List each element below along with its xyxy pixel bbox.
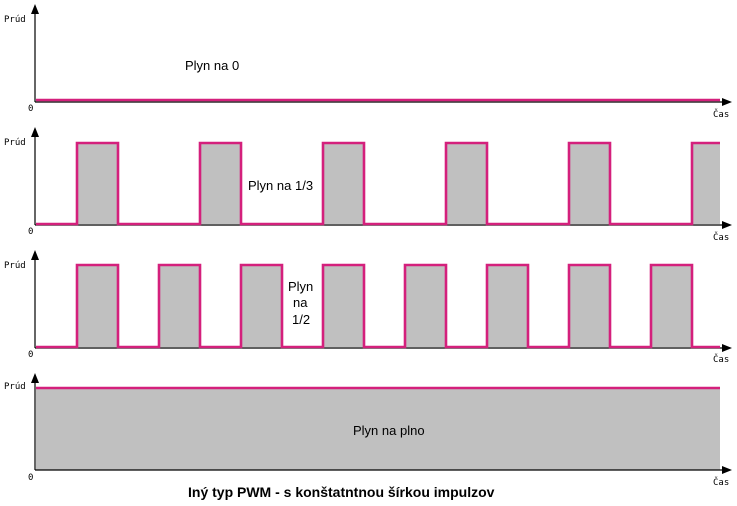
- y-axis-label: Prúd: [4, 261, 26, 271]
- panel-throttle-0: Prúd 0 Čas Plyn na 0: [4, 4, 732, 120]
- pulse-fill: [487, 265, 528, 347]
- origin-label: 0: [28, 104, 33, 114]
- pulse-fill: [77, 265, 118, 347]
- x-axis-arrow: [722, 344, 732, 352]
- panel-throttle-third: Prúd 0 Čas Plyn na 1/3: [4, 127, 732, 243]
- y-axis-label: Prúd: [4, 138, 26, 148]
- panel-throttle-full: Prúd 0 Čas Plyn na plno: [4, 373, 732, 488]
- panel-label-line-1: Plyn: [288, 279, 313, 294]
- pulse-fill: [241, 265, 282, 347]
- origin-label: 0: [28, 227, 33, 237]
- pulse-fill: [405, 265, 446, 347]
- x-axis-arrow: [722, 466, 732, 474]
- pulse-fill: [323, 143, 364, 224]
- pulse-fill: [569, 143, 610, 224]
- pulse-fill: [446, 143, 487, 224]
- y-axis-arrow: [31, 4, 39, 14]
- pulse-fill: [651, 265, 692, 347]
- panel-label: Plyn na 0: [185, 58, 239, 73]
- pulse-fill: [77, 143, 118, 224]
- pulse-fill: [569, 265, 610, 347]
- x-axis-arrow: [722, 98, 732, 106]
- pulse-fills: [77, 143, 720, 224]
- y-axis-label: Prúd: [4, 382, 26, 392]
- panel-label: Plyn na plno: [353, 423, 425, 438]
- panel-label-line-3: 1/2: [292, 312, 310, 327]
- x-axis-arrow: [722, 221, 732, 229]
- y-axis-label: Prúd: [4, 15, 26, 25]
- diagram-caption: Iný typ PWM - s konštatntnou šírkou impu…: [188, 484, 495, 500]
- panel-label: Plyn na 1/3: [248, 178, 313, 193]
- panel-throttle-half: Prúd 0 Čas Plyn na 1/2: [4, 250, 732, 365]
- x-axis-label: Čas: [713, 231, 729, 243]
- origin-label: 0: [28, 350, 33, 360]
- x-axis-label: Čas: [713, 108, 729, 120]
- pwm-signal-half: [36, 263, 720, 349]
- pulse-fill: [159, 265, 200, 347]
- x-axis-label: Čas: [713, 353, 729, 365]
- y-axis-arrow: [31, 127, 39, 137]
- pulse-fills: [77, 265, 692, 347]
- y-axis-arrow: [31, 373, 39, 383]
- pwm-signal-third: [36, 141, 720, 226]
- pulse-fill: [692, 143, 720, 224]
- y-axis-arrow: [31, 250, 39, 260]
- origin-label: 0: [28, 473, 33, 483]
- full-fill: [36, 388, 720, 470]
- pulse-fill: [323, 265, 364, 347]
- x-axis-label: Čas: [713, 476, 729, 488]
- panel-label-line-2: na: [293, 295, 308, 310]
- pulse-fill: [200, 143, 241, 224]
